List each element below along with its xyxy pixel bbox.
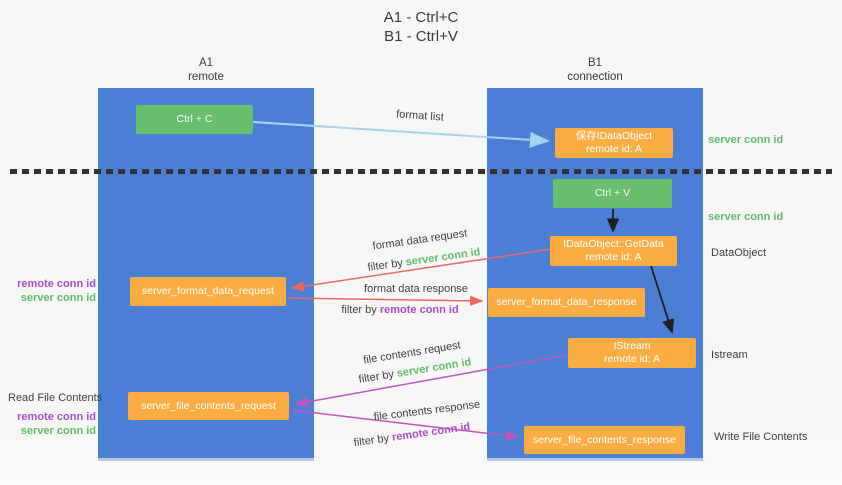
node-save-idataobject: 保存IDataObject remote id: A	[555, 128, 673, 158]
title-line-2: B1 - Ctrl+V	[384, 28, 458, 45]
phase-divider-dotted-line	[10, 169, 832, 174]
node-ctrl-v-label: Ctrl + V	[594, 187, 631, 199]
arrow-format-data-response	[286, 295, 484, 307]
node-format-response-label: server_format_data_response	[496, 296, 637, 308]
node-getdata-line1: IDataObject::GetData	[563, 238, 664, 250]
node-getdata-line2: remote id: A	[585, 251, 642, 263]
node-istream-line2: remote id: A	[603, 353, 661, 365]
node-istream-line1: IStream	[613, 340, 651, 352]
annotation-server-conn-id: server conn id	[20, 292, 96, 304]
filter-by-text: filter by	[341, 304, 377, 316]
annotation-dataobject: DataObject	[711, 247, 767, 259]
node-server-file-contents-response: server_file_contents_response	[524, 426, 685, 454]
node-save-idataobject-line1: 保存IDataObject	[575, 130, 653, 142]
node-ctrl-c: Ctrl + C	[136, 105, 253, 134]
node-server-format-data-request: server_format_data_request	[130, 277, 286, 306]
annotation-remote-conn-id: remote conn id	[17, 278, 96, 290]
filter-remote-conn-id: remote conn id	[391, 420, 471, 444]
column-header-a1: A1 remote	[98, 56, 314, 84]
column-b1-subtitle: connection	[567, 71, 623, 83]
node-server-file-contents-request: server_file_contents_request	[128, 392, 289, 420]
column-a1-name: A1	[198, 57, 214, 69]
node-istream: IStream remote id: A	[568, 338, 696, 368]
node-server-format-data-response: server_format_data_response	[488, 288, 645, 317]
node-idataobject-getdata: IDataObject::GetData remote id: A	[550, 236, 677, 266]
flow-label-format-list: format list	[395, 108, 445, 124]
node-save-idataobject-line2: remote id: A	[585, 143, 643, 155]
node-ctrl-v: Ctrl + V	[553, 179, 672, 208]
flow-filter-format-response: filter by remote conn id	[320, 304, 480, 316]
annotation-server-conn-id-top: server conn id	[708, 134, 784, 146]
node-file-request-label: server_file_contents_request	[141, 399, 276, 412]
filter-by-text: filter by	[357, 368, 395, 386]
filter-server-conn-id: server conn id	[404, 246, 482, 269]
diagram-title: A1 - Ctrl+C B1 - Ctrl+V	[0, 8, 842, 46]
annotation-server-conn-id: server conn id	[20, 425, 96, 437]
flow-label-format-data-response: format data response	[364, 283, 468, 295]
filter-by-text: filter by	[366, 257, 404, 274]
node-ctrl-c-label: Ctrl + C	[176, 113, 213, 125]
annotation-read-file-contents: Read File Contents	[8, 392, 103, 404]
title-line-1: A1 - Ctrl+C	[383, 9, 459, 26]
node-format-request-label: server_format_data_request	[142, 285, 274, 297]
filter-by-text: filter by	[353, 432, 390, 450]
annotation-istream: Istream	[711, 349, 748, 361]
annotation-write-file-contents: Write File Contents	[714, 431, 808, 443]
column-header-b1: B1 connection	[487, 56, 703, 84]
column-a1-subtitle: remote	[188, 71, 224, 83]
annotation-left-conn-ids-top: remote conn id server conn id	[0, 277, 96, 305]
annotation-remote-conn-id: remote conn id	[17, 411, 96, 423]
filter-remote-conn-id: remote conn id	[379, 304, 459, 316]
node-file-response-label: server_file_contents_response	[532, 433, 676, 446]
annotation-server-conn-id-mid: server conn id	[708, 211, 784, 223]
column-b1-name: B1	[587, 57, 603, 69]
annotation-left-conn-ids-bottom: remote conn id server conn id	[0, 410, 96, 438]
